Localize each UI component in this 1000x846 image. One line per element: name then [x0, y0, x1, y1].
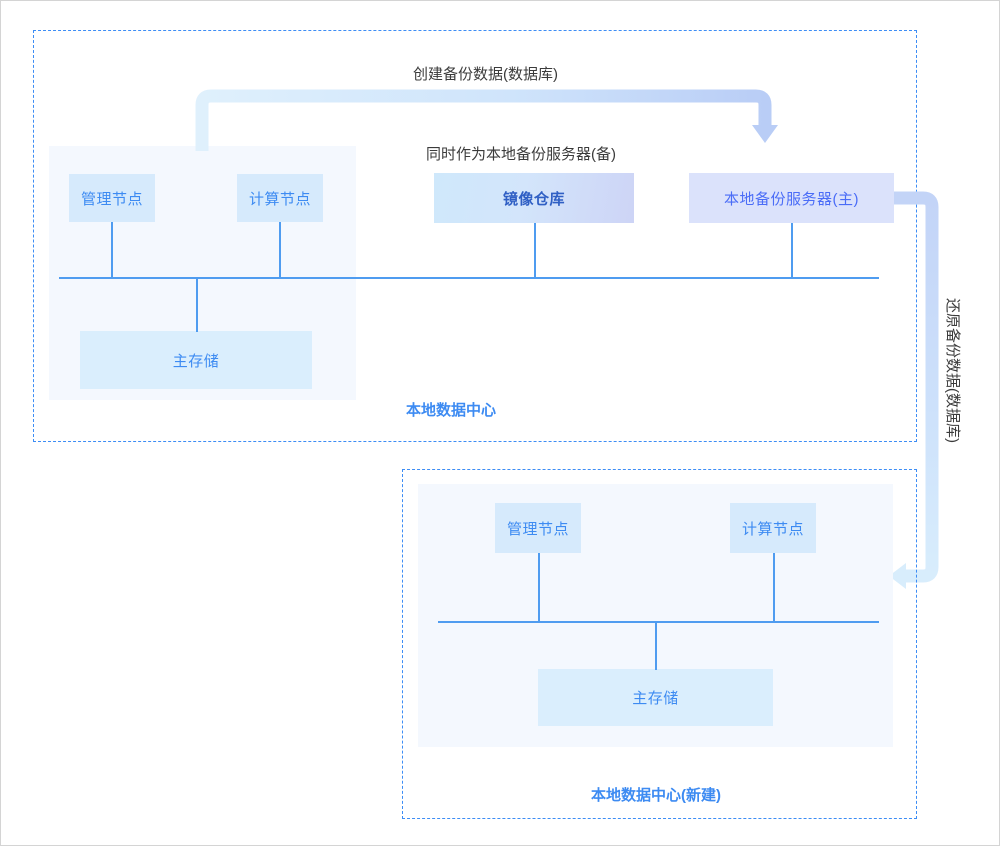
node-management-new[interactable]: 管理节点	[495, 503, 581, 553]
region-local-datacenter	[33, 30, 917, 442]
node-primary-storage-new-label: 主存储	[632, 690, 679, 707]
node-primary-storage-label: 主存储	[172, 352, 220, 370]
region-local-datacenter-new	[402, 469, 917, 819]
connector-management-new	[538, 553, 540, 622]
restore-flow-label: 还原备份数据(数据库)	[944, 298, 961, 443]
node-backup-server-label: 本地备份服务器(主)	[724, 190, 859, 208]
connector-management	[111, 222, 113, 278]
node-compute-new[interactable]: 计算节点	[730, 503, 816, 553]
connector-primary-storage-new	[655, 621, 657, 670]
node-primary-storage[interactable]: 主存储	[80, 331, 312, 389]
node-image-registry-label: 镜像仓库	[502, 190, 565, 208]
node-compute[interactable]: 计算节点	[237, 174, 323, 222]
connector-compute-new	[773, 553, 775, 622]
connector-compute	[279, 222, 281, 278]
registry-note-label: 同时作为本地备份服务器(备)	[426, 146, 616, 163]
node-compute-label: 计算节点	[248, 190, 311, 208]
bus-line-local-datacenter	[59, 277, 879, 279]
connector-image-registry	[534, 223, 536, 278]
node-backup-server[interactable]: 本地备份服务器(主)	[689, 173, 894, 223]
connector-primary-storage	[196, 278, 198, 332]
node-primary-storage-new[interactable]: 主存储	[538, 669, 773, 726]
node-management-new-label: 管理节点	[506, 520, 569, 538]
node-management-label: 管理节点	[80, 190, 143, 208]
region-local-datacenter-new-label: 本地数据中心(新建)	[591, 787, 721, 804]
bus-line-local-datacenter-new	[438, 621, 879, 623]
connector-backup-server	[791, 223, 793, 278]
region-local-datacenter-label: 本地数据中心	[406, 402, 497, 419]
node-image-registry[interactable]: 镜像仓库	[434, 173, 634, 223]
backup-flow-label: 创建备份数据(数据库)	[413, 66, 558, 83]
node-compute-new-label: 计算节点	[741, 520, 804, 538]
node-management[interactable]: 管理节点	[69, 174, 155, 222]
